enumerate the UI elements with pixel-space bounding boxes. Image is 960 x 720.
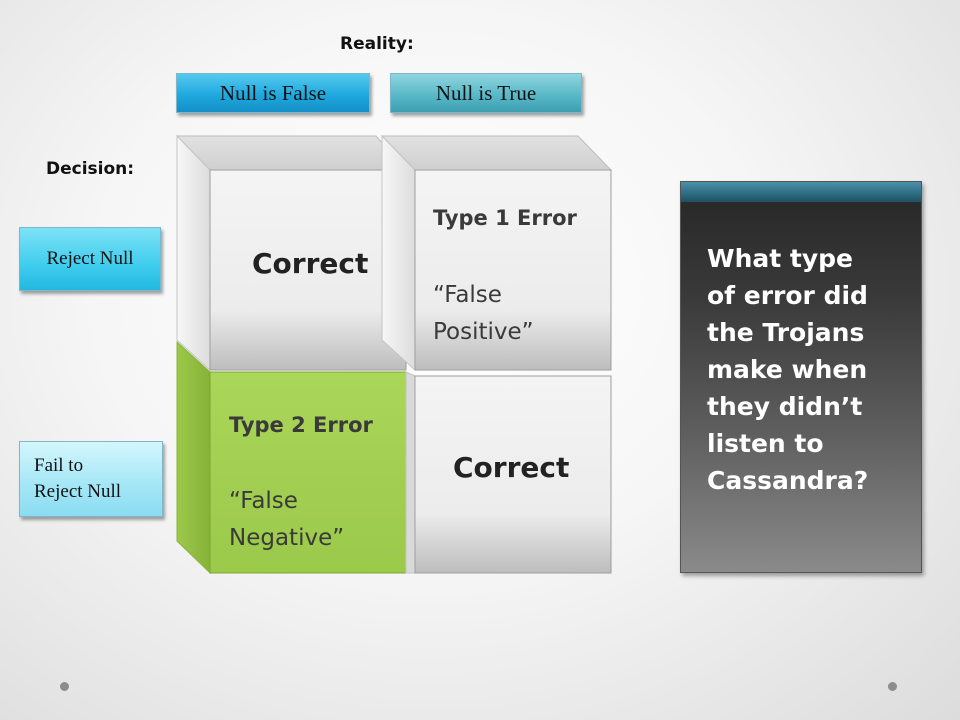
question-line: the Trojans bbox=[707, 318, 865, 347]
cell-reject-true-quote-line2: Positive” bbox=[433, 319, 534, 345]
cell-fail-false-title: Type 2 Error bbox=[229, 413, 373, 437]
row-fail-to-reject-null: Fail to Reject Null bbox=[19, 441, 163, 517]
decision-label: Decision: bbox=[46, 159, 135, 179]
question-line: listen to bbox=[707, 429, 824, 458]
row-reject-null: Reject Null bbox=[19, 227, 161, 291]
question-line: of error did bbox=[707, 281, 868, 310]
question-line: make when bbox=[707, 355, 868, 384]
question-box: What type of error did the Trojans make … bbox=[680, 181, 922, 573]
question-box-accent-bar bbox=[681, 182, 921, 202]
cell-fail-false-quote: “False Negative” bbox=[229, 483, 344, 557]
row-fail-label-line2: Reject Null bbox=[34, 481, 122, 502]
question-line: Cassandra? bbox=[707, 466, 869, 495]
row-fail-label-line1: Fail to bbox=[34, 455, 84, 476]
cube-fail-null-false bbox=[176, 340, 407, 575]
column-null-is-false: Null is False bbox=[176, 73, 370, 113]
column-null-is-true: Null is True bbox=[390, 73, 582, 113]
cube-fail-null-true bbox=[405, 371, 612, 574]
slide-dot-left bbox=[60, 682, 69, 691]
slide-dot-right bbox=[888, 682, 897, 691]
cell-fail-false-quote-line2: Negative” bbox=[229, 525, 345, 551]
question-line: they didn’t bbox=[707, 392, 863, 421]
cell-fail-false-quote-line1: “False bbox=[229, 488, 298, 514]
cell-reject-true-title: Type 1 Error bbox=[433, 206, 577, 230]
reality-label: Reality: bbox=[340, 34, 414, 54]
cell-fail-true-label: Correct bbox=[453, 451, 570, 484]
cube-reject-null-true bbox=[380, 134, 613, 372]
question-text: What type of error did the Trojans make … bbox=[707, 240, 912, 499]
cell-reject-false-label: Correct bbox=[252, 247, 369, 280]
cell-reject-true-quote-line1: “False bbox=[433, 282, 502, 308]
cube-reject-null-false bbox=[175, 134, 408, 372]
cell-reject-true-quote: “False Positive” bbox=[433, 277, 534, 351]
question-line: What type bbox=[707, 244, 853, 273]
